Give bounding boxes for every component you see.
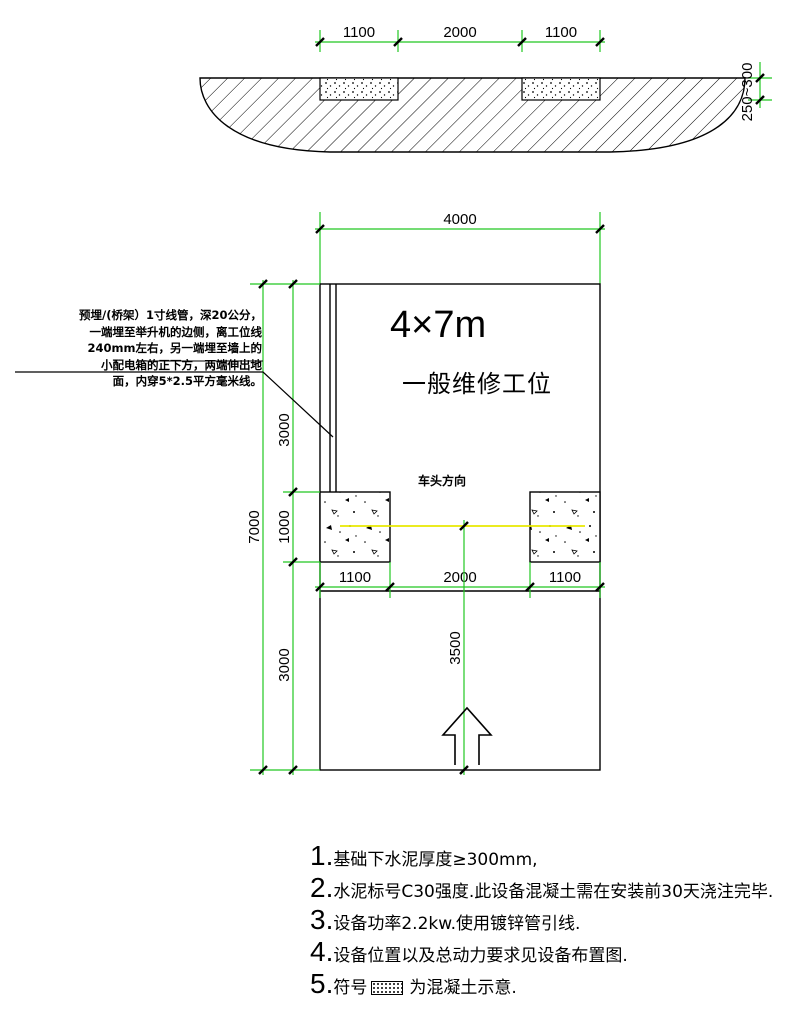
notes-list: 1.基础下水泥厚度≥300mm, 2.水泥标号C30强度.此设备混凝土需在安装前… <box>310 840 790 1000</box>
left-dim-top: 3000 <box>276 413 293 446</box>
left-dim-middle: 1000 <box>276 510 293 543</box>
total-length-label: 7000 <box>246 510 263 543</box>
center-dimension: 3500 <box>447 520 469 775</box>
left-dimensions: 7000 3000 1000 3000 <box>246 279 320 775</box>
note-number: 1. <box>310 840 334 871</box>
note-item: 4.设备位置以及总动力要求见设备布置图. <box>310 936 790 968</box>
center-dim-label: 3500 <box>447 631 464 664</box>
top-dim-3: 1100 <box>545 24 577 41</box>
callout-leader <box>15 360 334 438</box>
note-item: 1.基础下水泥厚度≥300mm, <box>310 840 790 872</box>
bay-purpose-title: 一般维修工位 <box>402 370 552 398</box>
left-concrete-block <box>319 77 399 101</box>
top-dimension-line: 1100 2000 1100 <box>315 24 605 52</box>
top-dim-1: 1100 <box>343 24 375 41</box>
callout-line: 一端埋至举升机的边侧，离工位线 <box>89 324 263 339</box>
callout-line: 小配电箱的正下方，两端伸出地 <box>101 357 262 372</box>
top-dim-2: 2000 <box>443 24 476 41</box>
note-text: 水泥标号C30强度.此设备混凝土需在安装前30天浇注完毕. <box>333 882 774 902</box>
note-text: 设备位置以及总动力要求见设备布置图. <box>333 946 628 966</box>
note-item: 2.水泥标号C30强度.此设备混凝土需在安装前30天浇注完毕. <box>310 872 790 904</box>
note-text: 设备功率2.2kw.使用镀锌管引线. <box>333 914 581 934</box>
note-number: 4. <box>310 936 334 967</box>
depth-dimension: 250~300 <box>739 62 772 121</box>
pad-dim-2: 2000 <box>443 569 476 586</box>
note-text: 符号 <box>333 978 368 998</box>
vehicle-direction-label: 车头方向 <box>418 474 467 488</box>
bay-size-title: 4×7m <box>390 304 487 346</box>
pad-dim-3: 1100 <box>549 569 581 586</box>
width-dimension: 4000 <box>315 211 605 284</box>
callout-line: 面，内穿5*2.5平方毫米线。 <box>112 374 262 388</box>
ground-section <box>199 77 746 153</box>
note-text: 基础下水泥厚度≥300mm, <box>333 850 538 870</box>
pad-dimensions: 1100 2000 1100 <box>315 562 605 598</box>
conduit-callout: 预埋/(桥架）1寸线管，深20公分， 一端埋至举升机的边侧，离工位线 240mm… <box>10 307 262 390</box>
right-lift-pad <box>529 491 601 563</box>
conduit-pipe <box>329 284 337 511</box>
note-item: 3.设备功率2.2kw.使用镀锌管引线. <box>310 904 790 936</box>
callout-line: 240mm左右，另一端埋至墙上的 <box>87 341 262 355</box>
depth-dim-label: 250~300 <box>739 63 756 122</box>
concrete-symbol-icon <box>371 981 404 995</box>
left-dim-bottom: 3000 <box>276 648 293 681</box>
right-concrete-block <box>521 77 601 101</box>
note-item: 5.符号 为混凝土示意. <box>310 968 790 1000</box>
note-number: 5. <box>310 968 334 999</box>
pad-dim-1: 1100 <box>339 569 371 586</box>
entry-arrow-icon <box>441 706 493 765</box>
note-suffix: 为混凝土示意. <box>409 978 517 998</box>
note-number: 3. <box>310 904 334 935</box>
left-lift-pad <box>319 491 391 563</box>
width-dim-label: 4000 <box>443 211 476 228</box>
callout-line: 预埋/(桥架）1寸线管，深20公分， <box>79 308 262 322</box>
note-number: 2. <box>310 872 334 903</box>
